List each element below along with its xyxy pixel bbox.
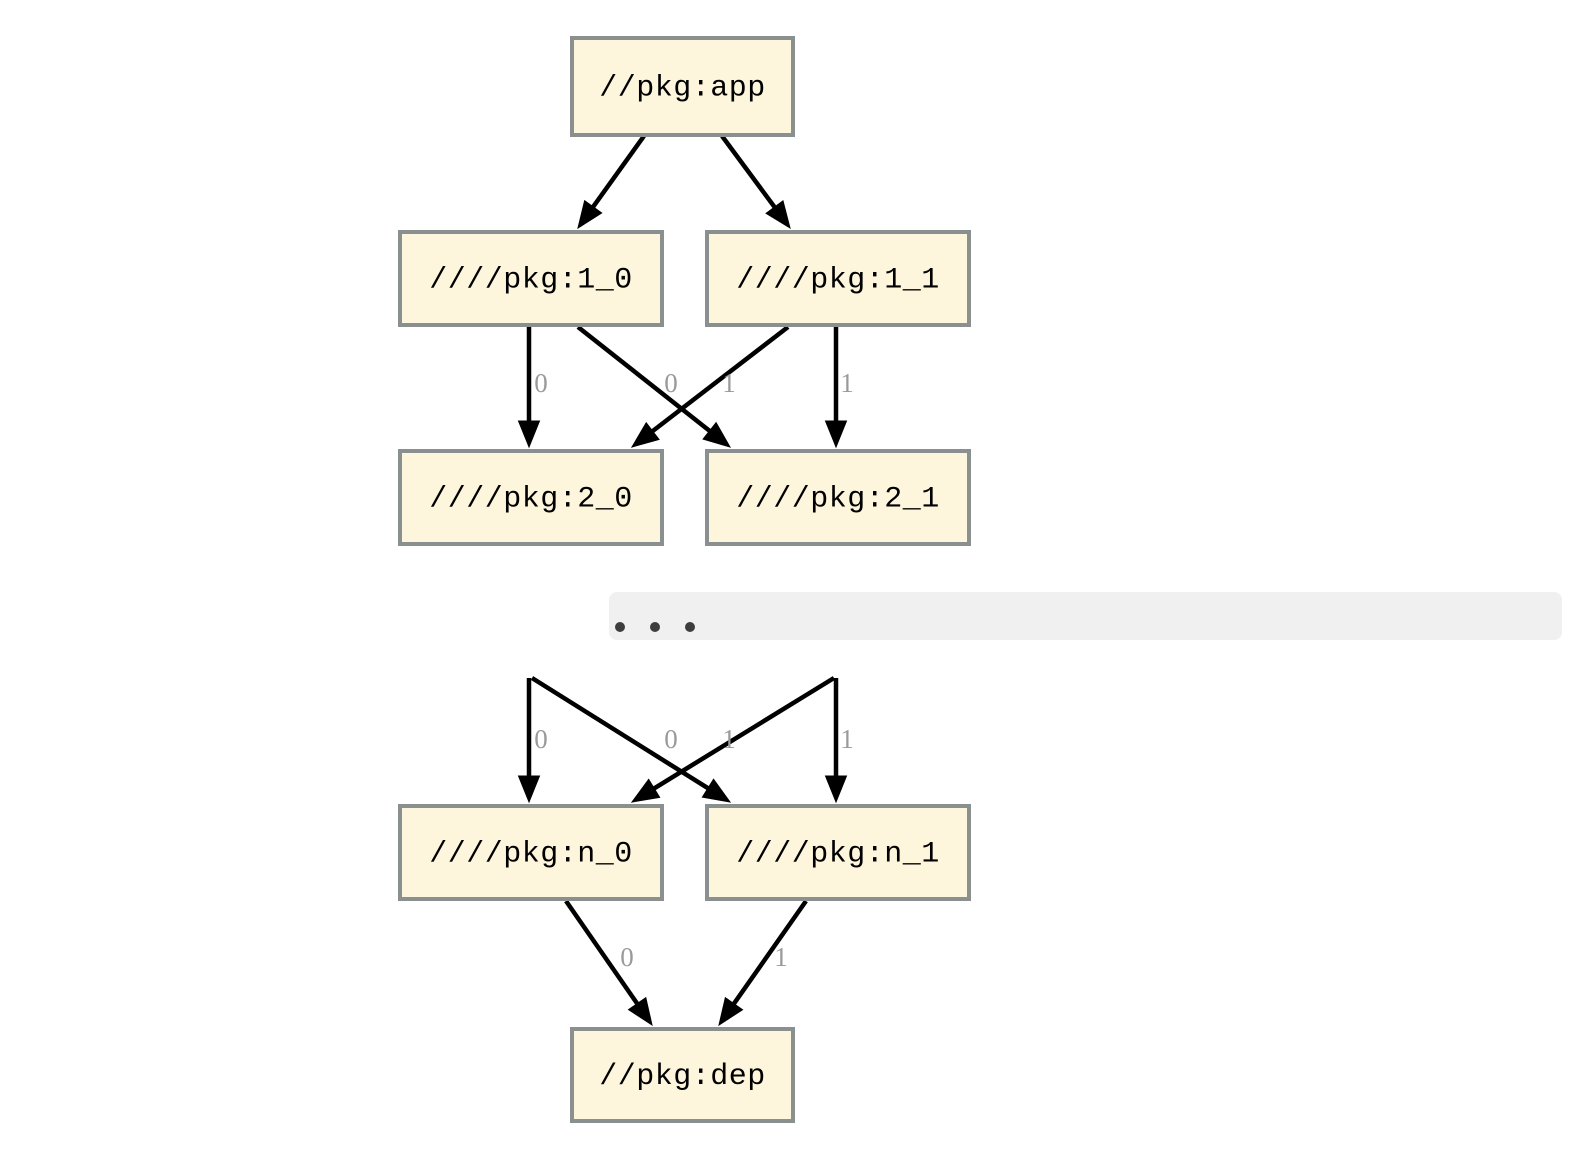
node-n1_0[interactable]: ////pkg:1_0 xyxy=(398,230,664,327)
node-label: ////pkg:2_1 xyxy=(736,482,940,516)
node-label: ////pkg:1_1 xyxy=(736,263,940,297)
node-box[interactable] xyxy=(398,804,664,901)
edge-arrowhead xyxy=(701,778,732,803)
edge-arrowhead xyxy=(824,420,848,449)
edge-arrowhead xyxy=(718,996,744,1027)
ellipsis-separator xyxy=(609,592,1562,640)
edge-label: 0 xyxy=(534,724,548,754)
node-dep[interactable]: //pkg:dep xyxy=(570,1027,795,1123)
node-box[interactable] xyxy=(570,1027,795,1123)
node-n1_1[interactable]: ////pkg:1_1 xyxy=(705,230,971,327)
edge-n1_1-to-n2_0 xyxy=(630,325,790,448)
node-label: ////pkg:n_1 xyxy=(736,837,940,871)
edge-label: 0 xyxy=(534,368,548,398)
edge-n1_1-to-n2_1 xyxy=(824,327,848,449)
node-box[interactable] xyxy=(570,36,795,137)
node-box[interactable] xyxy=(398,449,664,546)
edge-truncated-to-nn_0 xyxy=(517,678,541,804)
node-label: ////pkg:2_0 xyxy=(429,482,633,516)
edge-arrowhead xyxy=(627,996,653,1027)
edges-layer xyxy=(517,134,848,1027)
node-app[interactable]: //pkg:app xyxy=(570,36,795,137)
edge-nn_1-to-dep xyxy=(718,899,808,1027)
edge-truncated-to-nn_1 xyxy=(530,676,732,803)
edge-arrowhead xyxy=(702,421,732,448)
edge-line xyxy=(530,676,710,791)
node-label: //pkg:dep xyxy=(599,1060,766,1094)
ellipsis-dots xyxy=(615,622,695,632)
edge-line xyxy=(591,134,646,209)
edge-arrowhead xyxy=(517,775,541,804)
edge-app-to-n1_0 xyxy=(577,134,646,230)
edge-truncated-to-nn_0 xyxy=(630,676,836,803)
node-label: ////pkg:1_0 xyxy=(429,263,633,297)
edge-line xyxy=(652,676,836,791)
edge-label: 1 xyxy=(840,724,854,754)
edge-label: 1 xyxy=(722,724,736,754)
edge-arrowhead xyxy=(577,199,603,230)
node-n2_1[interactable]: ////pkg:2_1 xyxy=(705,449,971,546)
edge-arrowhead xyxy=(630,421,660,448)
edge-truncated-to-nn_1 xyxy=(824,678,848,804)
edge-label: 1 xyxy=(840,368,854,398)
node-box[interactable] xyxy=(705,449,971,546)
edge-label: 1 xyxy=(722,368,736,398)
node-box[interactable] xyxy=(705,230,971,327)
edge-line xyxy=(576,325,711,433)
edge-line xyxy=(651,325,790,433)
edge-labels-layer: 0 0 1 1 0 0 1 1 0 1 xyxy=(534,368,854,972)
edge-app-to-n1_1 xyxy=(720,134,791,230)
edge-nn_0-to-dep xyxy=(564,899,653,1027)
edge-line xyxy=(732,899,808,1006)
node-box[interactable] xyxy=(398,230,664,327)
edge-label: 0 xyxy=(620,942,634,972)
edge-arrowhead xyxy=(765,200,791,230)
edge-n1_0-to-n2_0 xyxy=(517,327,541,449)
ellipsis-dot-0 xyxy=(615,622,625,632)
edge-arrowhead xyxy=(517,420,541,449)
nodes-layer: //pkg:app ////pkg:1_0 ////pkg:1_1 ////pkg:2… xyxy=(398,36,971,1123)
edge-label: 1 xyxy=(774,942,788,972)
node-label: ////pkg:n_0 xyxy=(429,837,633,871)
edge-arrowhead xyxy=(630,778,661,803)
node-nn_0[interactable]: ////pkg:n_0 xyxy=(398,804,664,901)
ellipsis-dot-1 xyxy=(650,622,660,632)
node-label: //pkg:app xyxy=(599,71,766,105)
ellipsis-dot-2 xyxy=(685,622,695,632)
edge-label: 0 xyxy=(664,368,678,398)
node-nn_1[interactable]: ////pkg:n_1 xyxy=(705,804,971,901)
node-box[interactable] xyxy=(705,804,971,901)
edge-n1_0-to-n2_1 xyxy=(576,325,732,448)
node-n2_0[interactable]: ////pkg:2_0 xyxy=(398,449,664,546)
edge-line xyxy=(564,899,640,1005)
edge-line xyxy=(720,134,777,209)
edge-arrowhead xyxy=(824,775,848,804)
edge-label: 0 xyxy=(664,724,678,754)
ellipsis-band xyxy=(609,592,1562,640)
